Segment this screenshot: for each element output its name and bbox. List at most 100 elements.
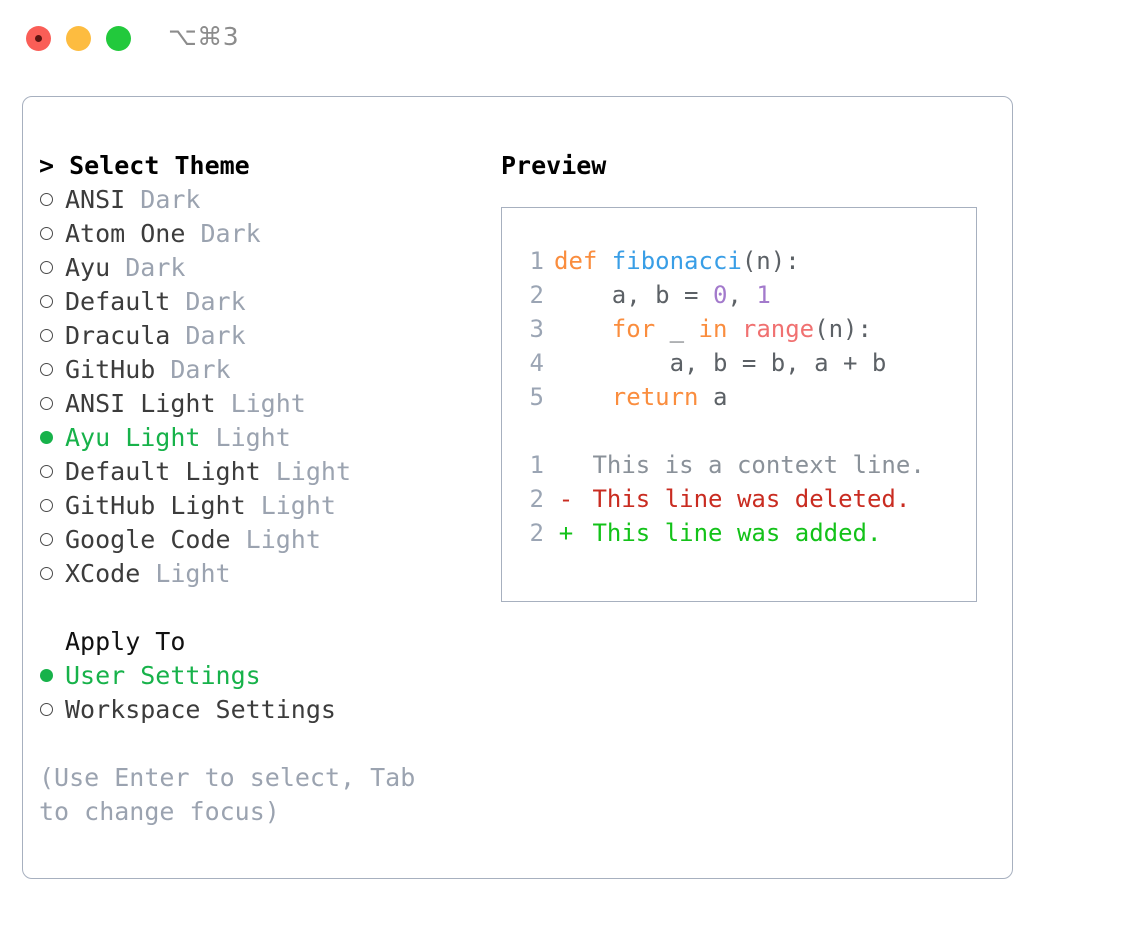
theme-option-label: GitHub (65, 355, 156, 384)
theme-option-ayu-light[interactable]: Ayu Light Light (39, 421, 489, 455)
code-token-call: range (741, 315, 815, 343)
code-token-default: _ (655, 315, 699, 343)
theme-option-google-code[interactable]: Google Code Light (39, 523, 489, 557)
diff-marker: - (558, 485, 574, 513)
theme-option-variant-tag: Light (245, 525, 321, 554)
code-token-default (554, 315, 612, 343)
radio-marker (39, 319, 65, 353)
radio-marker (39, 183, 65, 217)
code-line-number: 3 (529, 315, 544, 343)
radio-marker (39, 217, 65, 251)
apply-to-heading: Apply To (65, 627, 186, 656)
code-token-function: fibonacci (611, 247, 742, 275)
code-token-number: 1 (756, 281, 771, 309)
radio-unselected-icon (40, 465, 53, 478)
diff-line-text: This line was added. (578, 519, 882, 547)
radio-marker (39, 421, 65, 455)
code-token-default: a, b = b, a + b (554, 349, 887, 377)
theme-option-label: GitHub Light (65, 491, 246, 520)
theme-option-github-light[interactable]: GitHub Light Light (39, 489, 489, 523)
diff-line-number: 2 (529, 485, 544, 513)
radio-marker (39, 659, 65, 693)
theme-option-label: Default (65, 287, 171, 316)
code-token-default (727, 315, 741, 343)
keyboard-hint-text: (Use Enter to select, Tab to change focu… (39, 763, 416, 826)
diff-line-number: 1 (529, 451, 544, 479)
theme-option-atom-one[interactable]: Atom One Dark (39, 217, 489, 251)
keyboard-shortcut-label: ⌥⌘3 (168, 22, 240, 51)
theme-option-label: Google Code (65, 525, 231, 554)
radio-unselected-icon (40, 227, 53, 240)
theme-option-variant-tag: Dark (125, 253, 186, 282)
theme-option-variant-tag: Light (215, 423, 291, 452)
theme-option-ansi[interactable]: ANSI Dark (39, 183, 489, 217)
radio-marker (39, 693, 65, 727)
radio-marker (39, 251, 65, 285)
code-line: 2 a, b = 0, 1 (502, 278, 976, 312)
theme-option-label: ANSI Light (65, 389, 216, 418)
radio-marker (39, 523, 65, 557)
theme-option-variant-tag: Dark (140, 185, 201, 214)
theme-option-variant-tag: Dark (200, 219, 261, 248)
theme-option-dracula[interactable]: Dracula Dark (39, 319, 489, 353)
radio-unselected-icon (40, 329, 53, 342)
theme-option-xcode[interactable]: XCode Light (39, 557, 489, 591)
diff-line-text: This line was deleted. (578, 485, 911, 513)
code-token-default: , (727, 281, 757, 309)
theme-option-github[interactable]: GitHub Dark (39, 353, 489, 387)
theme-option-variant-tag: Light (260, 491, 336, 520)
code-token-default (554, 383, 612, 411)
code-token-default: (n): (814, 315, 872, 343)
close-window-button[interactable] (26, 26, 51, 51)
radio-marker (39, 489, 65, 523)
diff-line-added: 2+ This line was added. (502, 516, 976, 550)
theme-option-variant-tag: Light (230, 389, 306, 418)
code-line: 3 for _ in range(n): (502, 312, 976, 346)
theme-option-default-light[interactable]: Default Light Light (39, 455, 489, 489)
code-line-number: 5 (529, 383, 544, 411)
title-bar: ⌥⌘3 (0, 0, 1140, 76)
radio-marker (39, 285, 65, 319)
diff-line-text: This is a context line. (578, 451, 925, 479)
code-line-number: 4 (529, 349, 544, 377)
preview-heading: Preview (501, 151, 607, 180)
code-line: 5 return a (502, 380, 976, 414)
theme-option-ayu[interactable]: Ayu Dark (39, 251, 489, 285)
theme-option-label: Atom One (65, 219, 186, 248)
theme-option-label: ANSI (65, 185, 126, 214)
theme-option-default[interactable]: Default Dark (39, 285, 489, 319)
apply-to-option-workspace-settings[interactable]: Workspace Settings (39, 693, 489, 727)
theme-option-ansi-light[interactable]: ANSI Light Light (39, 387, 489, 421)
theme-option-label: Default Light (65, 457, 261, 486)
radio-unselected-icon (40, 261, 53, 274)
radio-marker (39, 455, 65, 489)
radio-selected-icon (40, 669, 53, 682)
theme-option-variant-tag: Light (275, 457, 351, 486)
minimize-window-button[interactable] (66, 26, 91, 51)
maximize-window-button[interactable] (106, 26, 131, 51)
theme-option-variant-tag: Dark (185, 321, 246, 350)
code-token-keyword: for (611, 315, 656, 343)
radio-marker (39, 557, 65, 591)
apply-to-option-label: User Settings (65, 661, 261, 690)
code-token-default: a, b = (554, 281, 713, 309)
radio-unselected-icon (40, 533, 53, 546)
radio-marker (39, 353, 65, 387)
apply-to-option-label: Workspace Settings (65, 695, 336, 724)
diff-line-number: 2 (529, 519, 544, 547)
theme-option-label: Ayu Light (65, 423, 201, 452)
code-token-keyword: def (554, 247, 612, 275)
apply-to-option-user-settings[interactable]: User Settings (39, 659, 489, 693)
theme-option-variant-tag: Dark (185, 287, 246, 316)
window-controls (26, 26, 131, 51)
radio-unselected-icon (40, 193, 53, 206)
